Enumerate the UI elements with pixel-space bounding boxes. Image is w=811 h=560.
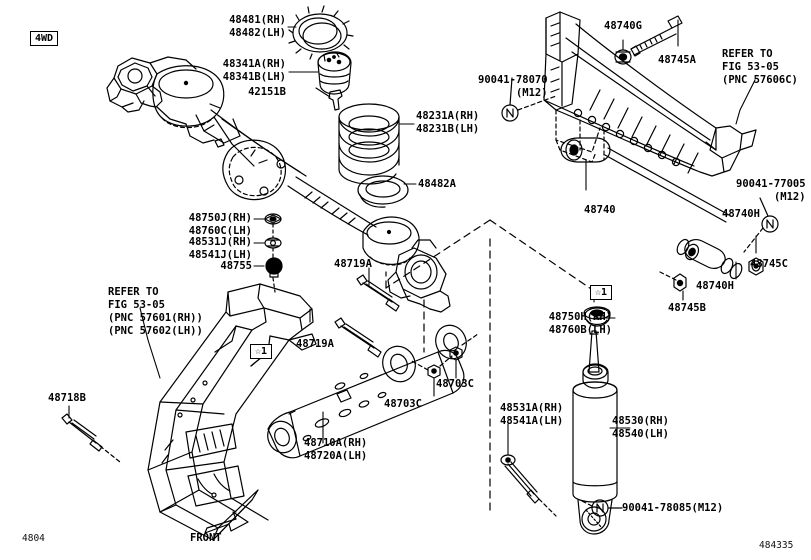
- label-48745A: 48745A: [658, 54, 696, 66]
- part-48718B-bolt: [61, 413, 121, 463]
- label-48740H-upper: 48740H: [722, 208, 760, 220]
- label-48719A-upper: 48719A: [334, 258, 372, 270]
- part-42151B-pin: [328, 89, 343, 111]
- label-48745B: 48745B: [668, 302, 706, 314]
- label-48531A-rh: 48531A(RH): [500, 402, 564, 414]
- rear-axle-housing-illustration: [106, 56, 451, 313]
- label-48540-lh: 48540(LH): [612, 427, 669, 440]
- front-direction-label: FRONT: [190, 532, 222, 544]
- star-note-1-right: ☆1: [590, 285, 613, 300]
- refer-right-line1: REFER TO: [722, 48, 773, 60]
- refer-left-line1: REFER TO: [108, 286, 159, 298]
- label-48531A: 48531A(RH)48541A(LH): [500, 402, 563, 427]
- part-48481-dust-cover: [288, 5, 354, 62]
- label-48750J: 48750J(RH)48760C(LH): [150, 212, 252, 237]
- label-42151B: 42151B: [248, 86, 286, 98]
- nut-markers: [501, 77, 779, 517]
- label-90041-78085: 90041-78085(M12): [622, 502, 724, 514]
- crossmember-illustration: [543, 11, 757, 177]
- drive-type-badge: 4WD: [30, 31, 59, 46]
- label-90041-77005: 90041-77005(M12): [736, 178, 806, 203]
- part-48710A-trailing-arm: [267, 324, 467, 459]
- label-48231A-rh: 48231A(RH): [416, 110, 480, 122]
- part-48719A-bolts: [334, 274, 400, 358]
- label-48530-rh: 48530(RH): [612, 415, 669, 427]
- corner-code-left: 4804: [22, 533, 45, 544]
- refer-right-line2: FIG 53-05: [722, 61, 779, 73]
- label-48481: 48481(RH)48482(LH): [176, 14, 286, 39]
- label-48341: 48341A(RH)48341B(LH): [160, 58, 286, 83]
- part-48231-coil-spring: [338, 103, 400, 185]
- refer-left-line4: (PNC 57602(LH)): [108, 325, 203, 337]
- label-48750H: 48750H(RH)48760B(LH): [500, 311, 612, 336]
- label-48740H-lower: 48740H: [696, 280, 734, 292]
- refer-left-line3: (PNC 57601(RH)): [108, 312, 203, 324]
- label-48482A: 48482A: [418, 178, 456, 190]
- label-90041-78070-size: (M12): [515, 86, 548, 99]
- label-48760B-lh: 48760B(LH): [548, 323, 612, 336]
- label-48531J: 48531J(RH)48541J(LH): [150, 236, 252, 261]
- part-48740-lateral-rod: [560, 137, 764, 292]
- label-48541J-lh: 48541J(LH): [188, 248, 252, 261]
- label-90041-77005-number: 90041-77005: [736, 178, 806, 190]
- label-90041-78070-number: 90041-78070: [478, 74, 548, 86]
- label-48482-lh: 48482(LH): [229, 26, 286, 39]
- label-48710A-rh: 48710A(RH): [304, 437, 368, 449]
- grouping-dashed-lines: [385, 219, 601, 511]
- label-48760C-lh: 48760C(LH): [188, 224, 252, 237]
- label-48755: 48755: [220, 260, 252, 272]
- label-48703C-lower: 48703C: [384, 398, 422, 410]
- fasteners-column-axle: [264, 213, 283, 293]
- frame-rail-illustration: [147, 283, 317, 541]
- label-48750J-rh: 48750J(RH): [188, 212, 252, 224]
- part-48482A-insulator: [357, 175, 409, 208]
- refer-left-line2: FIG 53-05: [108, 299, 165, 311]
- part-48740G-and-48745A: [614, 15, 683, 65]
- label-48481-rh: 48481(RH): [229, 14, 286, 26]
- star-note-1-left: ☆1: [250, 344, 273, 359]
- label-48231B-lh: 48231B(LH): [416, 122, 480, 135]
- front-direction-arrow: [204, 511, 249, 534]
- label-48740G: 48740G: [604, 20, 642, 32]
- leader-lines: [68, 19, 757, 456]
- label-48530: 48530(RH)48540(LH): [612, 415, 669, 440]
- label-48740: 48740: [584, 204, 616, 216]
- label-48341B-lh: 48341B(LH): [222, 70, 286, 83]
- label-48720A-lh: 48720A(LH): [304, 449, 368, 462]
- part-48531A-bolt: [500, 454, 557, 517]
- label-48710A: 48710A(RH)48720A(LH): [304, 437, 367, 462]
- label-48718B: 48718B: [48, 392, 86, 404]
- label-48719A-lower: 48719A: [296, 338, 334, 350]
- label-90041-78070: 90041-78070(M12): [478, 74, 548, 99]
- label-48703C-upper: 48703C: [436, 378, 474, 390]
- label-90041-77005-size: (M12): [773, 190, 806, 203]
- label-48231: 48231A(RH)48231B(LH): [416, 110, 479, 135]
- label-48341A-rh: 48341A(RH): [222, 58, 286, 70]
- label-48541A-lh: 48541A(LH): [500, 414, 564, 427]
- corner-code-right: 484335: [759, 540, 794, 551]
- part-48341-bumper: [317, 51, 352, 95]
- refer-right-line3: (PNC 57606C): [722, 74, 798, 86]
- part-48703C-nuts: [409, 333, 479, 379]
- label-48745C: 48745C: [750, 258, 788, 270]
- part-48530-shock-absorber: [572, 306, 618, 535]
- label-48531J-rh: 48531J(RH): [188, 236, 252, 248]
- label-48750H-rh: 48750H(RH): [548, 311, 612, 323]
